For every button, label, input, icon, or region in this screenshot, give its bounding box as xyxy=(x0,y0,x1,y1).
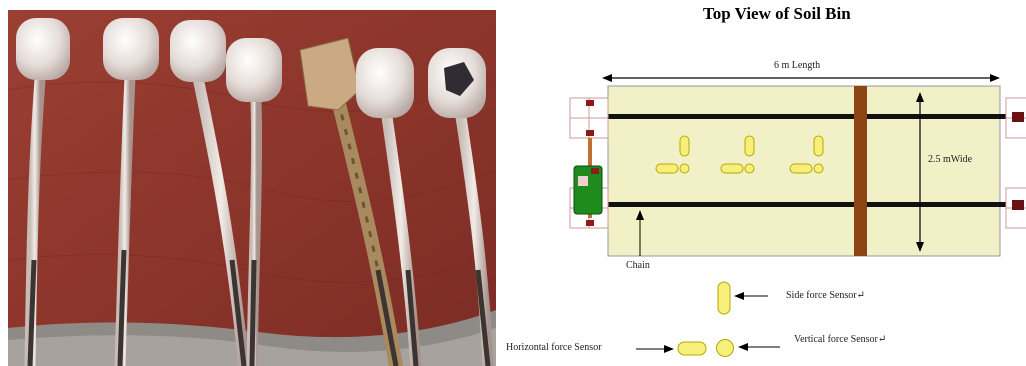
legend-vertical-force-label: Vertical force Sensor↵ xyxy=(794,334,886,345)
left-drive-assembly xyxy=(570,98,608,228)
length-dimension-arrow xyxy=(602,74,1000,82)
chain-label: Chain xyxy=(626,260,650,271)
legend-horizontal-force-label: Horizontal force Sensor xyxy=(506,342,602,353)
sensor-photo xyxy=(8,10,496,366)
right-end-frames xyxy=(1006,98,1026,228)
legend-vertical-force-symbol xyxy=(717,340,781,357)
legend-horizontal-force-symbol xyxy=(636,342,706,355)
rail-top xyxy=(600,114,1026,119)
legend-side-force-symbol xyxy=(718,282,768,314)
cross-beam xyxy=(854,86,867,256)
length-label: 6 m Length xyxy=(774,60,820,71)
soil-bin-diagram: Top View of Soil Bin xyxy=(498,0,1026,366)
rail-bottom xyxy=(600,202,1026,207)
width-label: 2.5 mWide xyxy=(928,154,972,165)
legend-side-force-label: Side force Sensor↵ xyxy=(786,290,865,301)
